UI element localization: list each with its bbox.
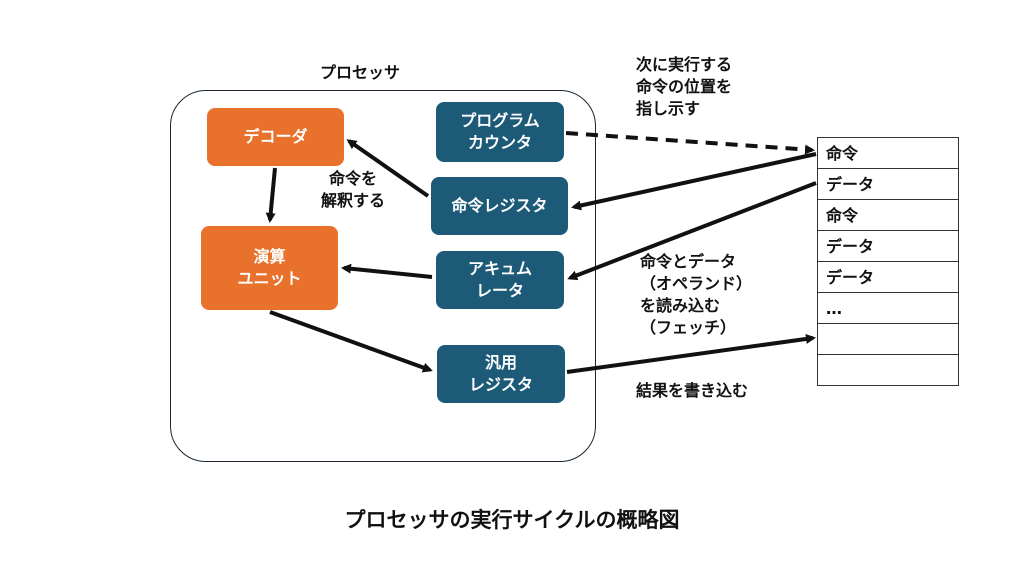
diagram-caption: プロセッサの実行サイクルの概略図 <box>344 508 680 532</box>
memory-cell: データ <box>818 231 958 262</box>
processor-container <box>170 90 596 462</box>
memory-cell: … <box>818 293 958 324</box>
pc-to-memory-arrow <box>565 131 815 155</box>
decoder-box: デコーダ <box>207 108 344 166</box>
write-result-annotation: 結果を書き込む <box>636 381 749 400</box>
memory-cell: データ <box>818 262 958 293</box>
memory-to-instruction-register-arrow <box>571 152 817 211</box>
memory-to-accumulator-arrow <box>567 181 817 281</box>
fetch-annotation: 命令とデータ （オペランド） を読み込む （フェッチ） <box>640 252 753 337</box>
alu-box: 演算 ユニット <box>201 226 338 310</box>
alu-to-general-register-arrow <box>269 310 433 373</box>
general-register-box: 汎用 レジスタ <box>437 345 565 403</box>
memory-cell <box>818 355 958 386</box>
instruction-register-to-decoder-arrow <box>346 139 430 198</box>
decode-annotation: 命令を 解釈する <box>320 169 385 210</box>
general-register-to-memory-arrow <box>566 334 816 374</box>
processor-title: プロセッサ <box>320 63 401 82</box>
accumulator-to-alu-arrow <box>341 263 433 279</box>
program-counter-box: プログラム カウンタ <box>436 102 564 162</box>
accumulator-box: アキュム レータ <box>436 251 564 309</box>
memory-table: 命令 データ 命令 データ データ … <box>817 137 959 386</box>
memory-cell <box>818 324 958 355</box>
memory-cell: 命令 <box>818 138 958 169</box>
next-instruction-annotation: 次に実行する 命令の位置を 指し示す <box>636 55 733 118</box>
instruction-register-box: 命令レジスタ <box>431 177 568 235</box>
decoder-to-alu-arrow <box>265 167 277 223</box>
memory-cell: データ <box>818 169 958 200</box>
memory-cell: 命令 <box>818 200 958 231</box>
